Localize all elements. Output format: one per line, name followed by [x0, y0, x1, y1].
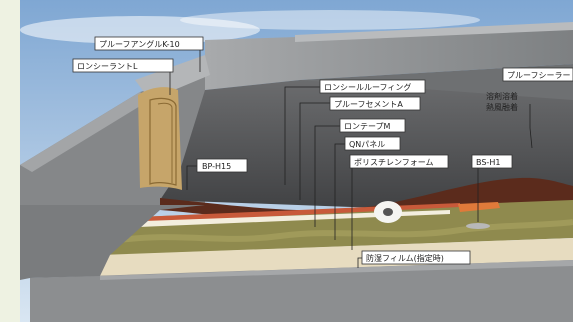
label-proof-sealer: プルーフシーラー	[502, 67, 573, 82]
label-bs-h1: BS-H1	[471, 154, 513, 169]
label-polyethylene-foam: ポリスチレンフォーム	[349, 154, 449, 169]
svg-text:BP-H15: BP-H15	[202, 162, 231, 171]
panel-joint-stripe	[115, 203, 460, 224]
leader-lines	[169, 44, 533, 268]
label-concealing-roofing: ロンシールルーフィング	[319, 79, 426, 94]
svg-text:防湿フィルム(指定時): 防湿フィルム(指定時)	[366, 253, 444, 263]
tape-stripe	[115, 210, 450, 228]
cloud	[180, 10, 480, 30]
label-vapor-film: 防湿フィルム(指定時)	[361, 250, 471, 265]
svg-text:プルーフアングルK-10: プルーフアングルK-10	[99, 39, 180, 49]
clip-bracket	[458, 202, 500, 212]
left-section-face	[20, 205, 205, 280]
slab-edge	[100, 260, 573, 280]
svg-text:QNパネル: QNパネル	[349, 140, 385, 149]
svg-text:ロンテープM: ロンテープM	[344, 122, 391, 131]
label-ron-tape: ロンテープM	[339, 118, 406, 133]
far-parapet-wall	[205, 28, 573, 90]
svg-text:ロンシーラントL: ロンシーラントL	[77, 62, 138, 71]
label-proof-cement: プルーフセメントA	[329, 96, 421, 111]
sealant-roll-corner	[138, 87, 182, 190]
svg-text:プルーフセメントA: プルーフセメントA	[334, 100, 403, 109]
label-weld-method: 溶剤溶着 熱風融着	[486, 91, 518, 112]
label-concealer-l: ロンシーラントL	[72, 58, 174, 73]
insulation-texture	[119, 219, 573, 243]
tape-roll	[374, 201, 402, 223]
left-parapet-edge	[20, 92, 150, 172]
vapor-film-layer	[100, 238, 573, 276]
far-parapet-cap	[295, 22, 573, 42]
label-bp-h15: BP-H15	[196, 158, 248, 173]
svg-text:溶剤溶着: 溶剤溶着	[486, 91, 518, 101]
screw-disc	[466, 223, 490, 229]
svg-text:熱風融着: 熱風融着	[486, 102, 518, 112]
svg-text:プルーフシーラー: プルーフシーラー	[507, 71, 571, 80]
label-qn-panel: QNパネル	[344, 136, 401, 151]
label-proof-angle: プルーフアングルK-10	[94, 36, 204, 51]
svg-text:BS-H1: BS-H1	[476, 158, 500, 167]
svg-text:ロンシールルーフィング: ロンシールルーフィング	[324, 82, 411, 92]
svg-text:ポリスチレンフォーム: ポリスチレンフォーム	[354, 158, 434, 167]
